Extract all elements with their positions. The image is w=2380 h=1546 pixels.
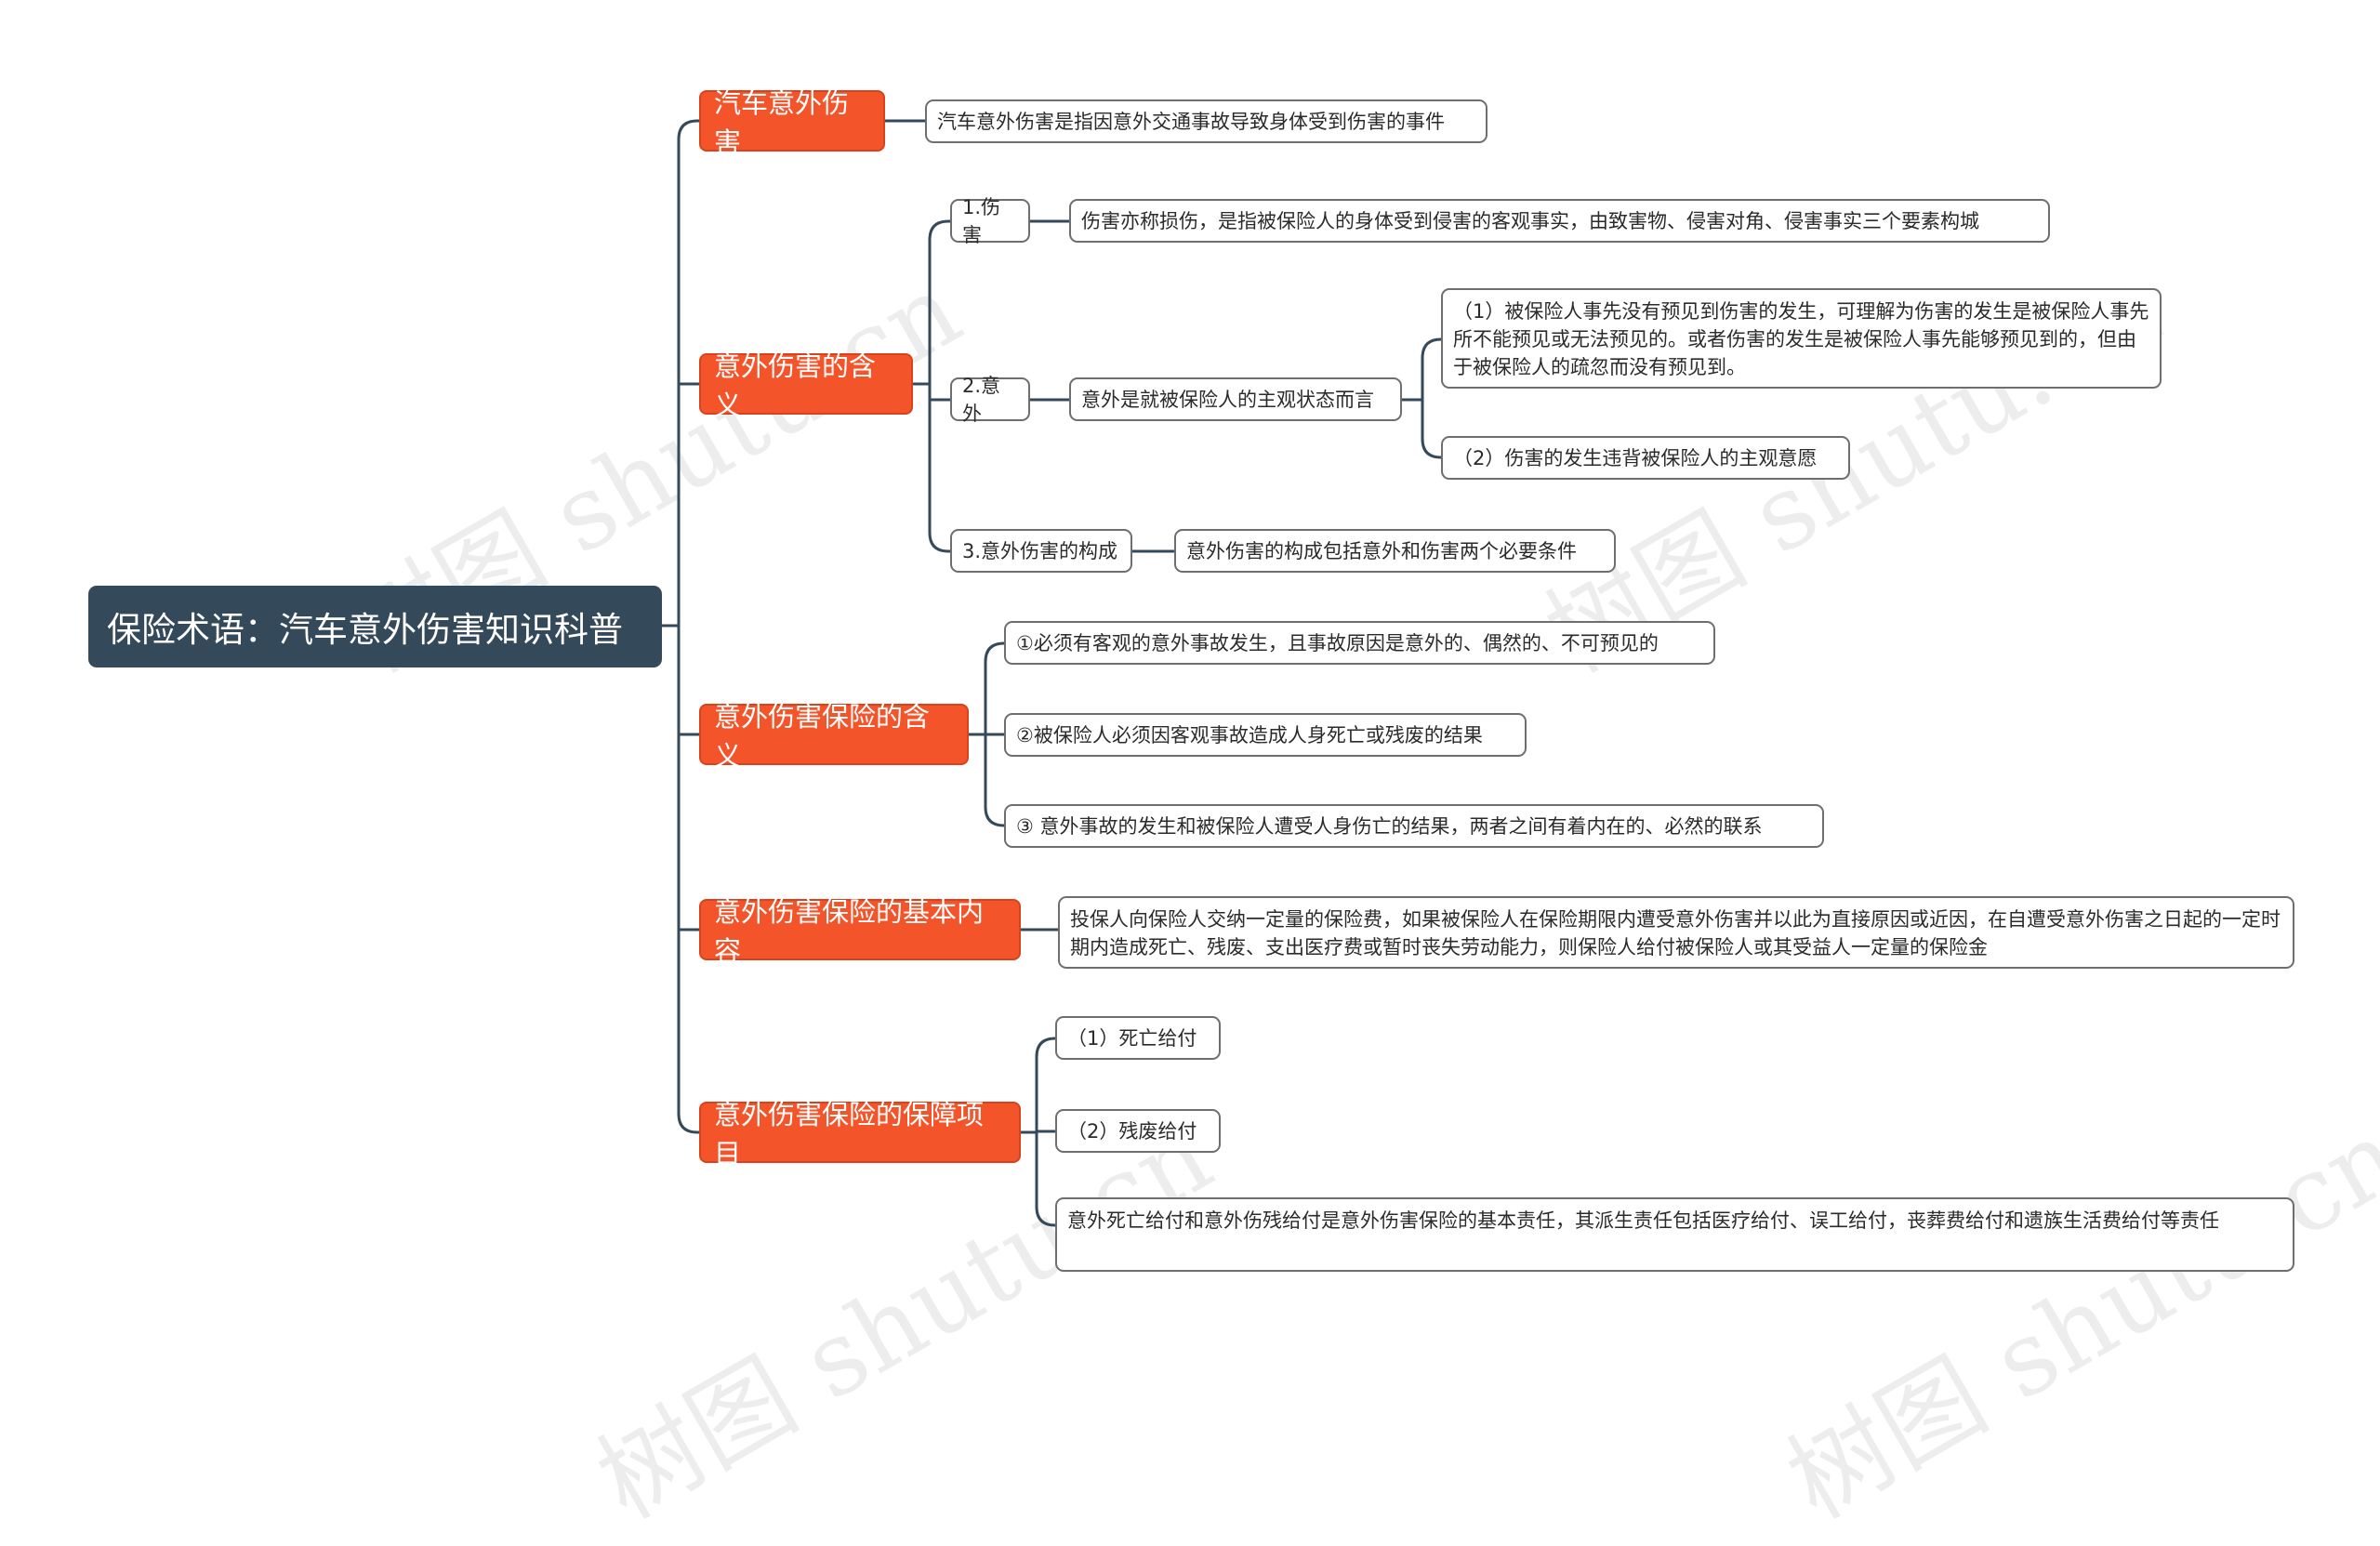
accident-detail-1[interactable]: （1）被保险人事先没有预见到伤害的发生，可理解为伤害的发生是被保险人事先所不能预… (1441, 288, 2162, 389)
coverage-death-benefit[interactable]: （1）死亡给付 (1055, 1016, 1221, 1060)
insurance-meaning-3[interactable]: ③ 意外事故的发生和被保险人遭受人身伤亡的结果，两者之间有着内在的、必然的联系 (1004, 804, 1824, 848)
composition-description[interactable]: 意外伤害的构成包括意外和伤害两个必要条件 (1174, 529, 1616, 573)
branch-accident-insurance-meaning[interactable]: 意外伤害保险的含义 (699, 701, 969, 772)
connector-b5 (1021, 1037, 1056, 1227)
connector-b2 (913, 219, 950, 553)
branch-car-accident-injury[interactable]: 汽车意外伤害 (699, 87, 885, 158)
branch-accident-injury-meaning[interactable]: 意外伤害的含义 (699, 350, 913, 421)
sub-accident-description[interactable]: 意外是就被保险人的主观状态而言 (1069, 377, 1402, 421)
root-topic[interactable]: 保险术语：汽车意外伤害知识科普 (88, 586, 662, 667)
branch-insurance-coverage-items[interactable]: 意外伤害保险的保障项目 (699, 1099, 1021, 1169)
b1-description[interactable]: 汽车意外伤害是指因意外交通事故导致身体受到伤害的事件 (925, 99, 1488, 143)
sub-accident-injury-composition[interactable]: 3.意外伤害的构成 (950, 529, 1132, 573)
connector-root-main (662, 119, 699, 1134)
connector-s2-details (1402, 337, 1442, 459)
branch-insurance-basic-content[interactable]: 意外伤害保险的基本内容 (699, 896, 1021, 967)
basic-content-description[interactable]: 投保人向保险人交纳一定量的保险费，如果被保险人在保险期限内遭受意外伤害并以此为直… (1058, 896, 2294, 969)
accident-detail-2[interactable]: （2）伤害的发生违背被保险人的主观意愿 (1441, 436, 1850, 480)
coverage-disability-benefit[interactable]: （2）残废给付 (1055, 1109, 1221, 1153)
mind-map-canvas: 树图 shutu.cn 树图 shutu.cn 树图 shutu.cn 树图 s… (88, 87, 2380, 1541)
sub-injury[interactable]: 1.伤害 (950, 196, 1030, 246)
sub-injury-description[interactable]: 伤害亦称损伤，是指被保险人的身体受到侵害的客观事实，由致害物、侵害对角、侵害事实… (1069, 199, 2050, 243)
insurance-meaning-2[interactable]: ②被保险人必须因客观事故造成人身死亡或残废的结果 (1004, 713, 1527, 757)
connector-lines (662, 119, 1442, 1227)
connector-b3 (969, 641, 1005, 827)
coverage-description[interactable]: 意外死亡给付和意外伤残给付是意外伤害保险的基本责任，其派生责任包括医疗给付、误工… (1055, 1197, 2294, 1272)
insurance-meaning-1[interactable]: ①必须有客观的意外事故发生，且事故原因是意外的、偶然的、不可预见的 (1004, 621, 1715, 665)
sub-accident[interactable]: 2.意外 (950, 375, 1030, 425)
